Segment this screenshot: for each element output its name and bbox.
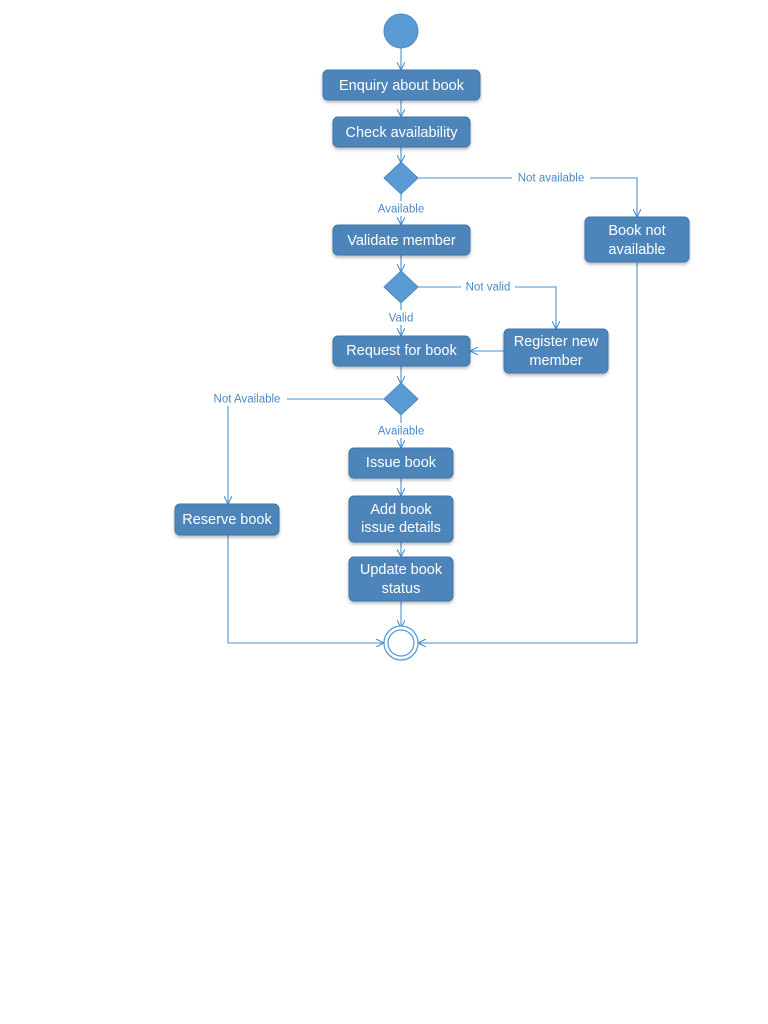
- edge-decision1-not-available: [418, 177, 637, 216]
- label-valid: Valid: [389, 313, 414, 325]
- label-not-available-1: Not available: [518, 173, 584, 185]
- activity-check-availability: Check availability: [332, 116, 471, 148]
- label-not-available-2: Not Available: [214, 394, 281, 406]
- activity-enquiry-label: Enquiry about book: [339, 78, 465, 94]
- activity-book-not-available-line1: Book not: [608, 223, 665, 239]
- decision-member-valid: [383, 270, 419, 304]
- activity-update-status: Update book status: [348, 556, 454, 602]
- activity-validate-label: Validate member: [347, 233, 456, 249]
- activity-book-not-available-line2: available: [608, 242, 665, 258]
- activity-add-issue-details: Add book issue details: [348, 495, 454, 543]
- activity-register-member: Register new member: [503, 328, 609, 374]
- decision-book-available: [383, 382, 419, 416]
- activity-reserve-label: Reserve book: [182, 512, 272, 528]
- activity-reserve-book: Reserve book: [174, 503, 280, 536]
- label-not-valid: Not valid: [466, 282, 511, 294]
- activity-issue-book: Issue book: [348, 447, 454, 479]
- activity-update-line2: status: [382, 581, 421, 597]
- activity-update-line1: Update book: [360, 562, 443, 578]
- end-node: [383, 625, 419, 661]
- activity-check-label: Check availability: [345, 125, 458, 141]
- activity-register-line2: member: [529, 353, 582, 369]
- activity-add-details-line1: Add book: [370, 502, 432, 518]
- decision-availability: [383, 161, 419, 195]
- activity-add-details-line2: issue details: [361, 520, 441, 536]
- label-available-2: Available: [378, 426, 424, 438]
- activity-request-label: Request for book: [346, 343, 457, 359]
- activity-enquiry: Enquiry about book: [322, 69, 481, 101]
- activity-book-not-available: Book not available: [584, 216, 690, 263]
- activity-validate-member: Validate member: [332, 224, 471, 256]
- edge-reserve-to-end: [227, 535, 383, 643]
- connectors: [228, 46, 637, 643]
- activity-register-line1: Register new: [514, 334, 599, 350]
- activity-issue-label: Issue book: [366, 455, 437, 471]
- start-node: [383, 13, 419, 49]
- edge-labels: Not available Available Not valid Valid …: [207, 170, 590, 438]
- edge-book-not-available-to-end: [419, 263, 638, 643]
- activity-request-book: Request for book: [332, 335, 471, 367]
- label-available-1: Available: [378, 204, 424, 216]
